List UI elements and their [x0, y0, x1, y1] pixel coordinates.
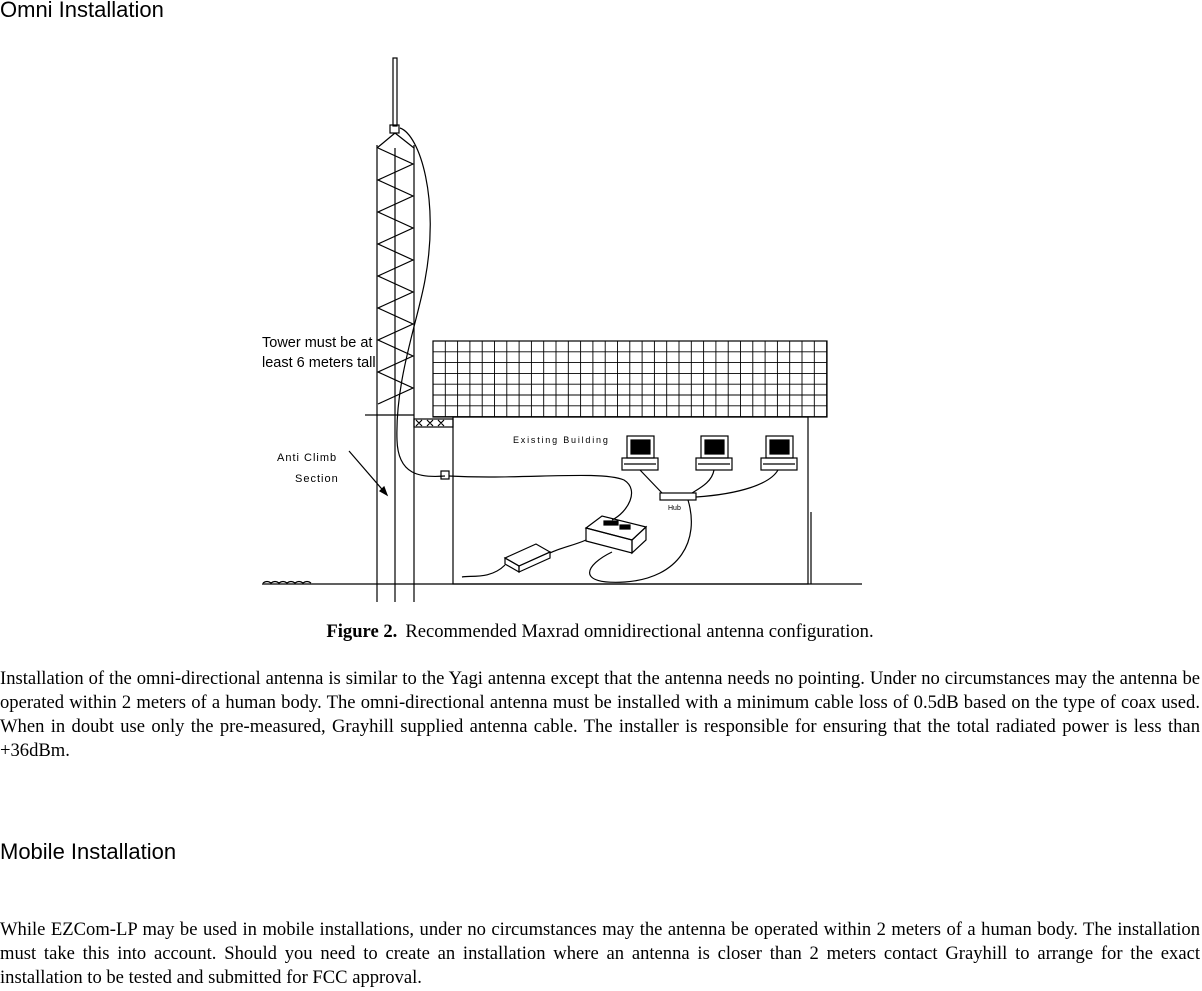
hub: [659, 492, 697, 501]
roof-tiles: [433, 341, 828, 418]
anti-climb-arrow: [379, 485, 389, 497]
anti-climb-pointer: [348, 450, 388, 496]
power-cable: [549, 539, 587, 554]
tower-height-label-line2: least 6 meters tall: [262, 355, 376, 371]
section-heading-mobile: Mobile Installation: [0, 839, 177, 864]
omni-installation-paragraph: Installation of the omni-directional ant…: [0, 668, 1200, 761]
ground-hatch: [262, 580, 312, 584]
tower-height-label-line1: Tower must be at: [262, 335, 372, 351]
power-supply: [503, 543, 552, 574]
anti-climb-label-line2: Section: [295, 473, 339, 485]
antenna-cable: [396, 127, 446, 478]
computer-1: [621, 435, 659, 471]
cable-entry-connector: [440, 470, 450, 480]
computer-2: [695, 435, 733, 471]
network-cable: [589, 499, 692, 583]
hub-label: Hub: [668, 505, 681, 512]
building-walls: [452, 416, 809, 585]
connector-strip-marks: [415, 419, 445, 427]
section-heading-omni: Omni Installation: [0, 0, 164, 22]
antenna-mast: [392, 57, 398, 127]
figure-caption-text: Recommended Maxrad omnidirectional anten…: [405, 621, 874, 642]
anti-climb-label-line1: Anti Climb: [277, 452, 337, 464]
power-cord: [461, 564, 506, 578]
figure-caption-label: Figure 2.: [326, 621, 398, 642]
building-connector-strip: [413, 418, 454, 428]
figure-caption: Figure 2. Recommended Maxrad omnidirectio…: [0, 620, 1200, 644]
building-label: Existing Building: [513, 435, 610, 445]
mobile-installation-paragraph: While EZCom-LP may be used in mobile ins…: [0, 919, 1200, 988]
radio-unit: [584, 515, 648, 555]
omni-installation-diagram: Tower must be at least 6 meters tall Ant…: [262, 57, 862, 602]
computer-3: [760, 435, 798, 471]
coax-to-radio: [448, 474, 633, 521]
tower: [365, 132, 415, 602]
